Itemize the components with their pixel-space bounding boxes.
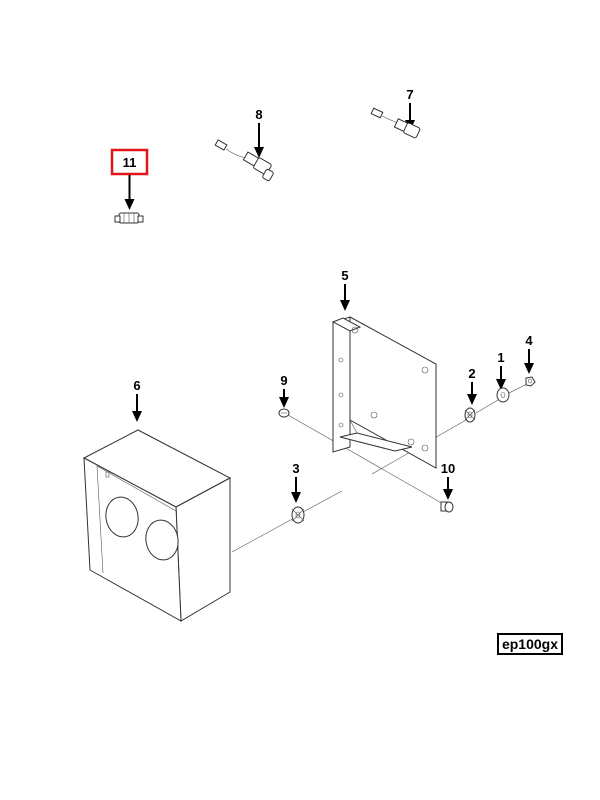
callout-11: 11 [123,155,137,170]
part-6-cover[interactable]: 6 [82,378,232,622]
arrowhead-9 [279,397,289,408]
callout-4: 4 [525,333,533,348]
nut-4-shape [525,376,536,387]
cover-6-shape [82,429,232,622]
screw-9-shape [278,408,290,418]
part-1-flat-washer[interactable]: 1 [496,350,510,403]
part-4-nut[interactable]: 4 [524,333,536,387]
part-7-sensor[interactable]: 7 [370,87,421,139]
washer-2-shape [464,407,476,423]
arrowhead-3 [291,492,301,503]
arrowhead-2 [467,394,477,405]
sensor-8-shape [214,139,274,182]
callout-1: 1 [497,350,504,365]
part-10-screw[interactable]: 10 [440,461,455,513]
part-3-lock-washer[interactable]: 3 [291,461,305,524]
arrowhead-11 [124,199,135,210]
arrowhead-4 [524,363,534,374]
part-2-lock-washer[interactable]: 2 [464,366,477,423]
callout-5: 5 [341,268,348,283]
arrowhead-5 [340,300,350,311]
callout-9: 9 [280,373,287,388]
reference-code-label: ep100gx [497,633,563,655]
arrowhead-8 [254,147,264,158]
washer-1-shape [496,387,510,403]
connector-11-shape [114,212,144,224]
arrowhead-10 [443,489,453,500]
callout-7: 7 [406,87,413,102]
part-8-sensor[interactable]: 8 [214,107,274,182]
part-5-bracket[interactable]: 5 [331,268,437,469]
arrowhead-1 [496,379,506,390]
part-11-connector[interactable]: 11 [110,148,149,224]
highlight-box [110,148,149,176]
callout-10: 10 [441,461,455,476]
bracket-5-shape [331,316,437,469]
sensor-7-shape [370,107,421,139]
callout-8: 8 [255,107,262,122]
screw-10-shape [440,501,454,513]
callout-3: 3 [292,461,299,476]
arrowhead-6 [132,411,142,422]
washer-3-shape [291,506,305,524]
callout-2: 2 [468,366,475,381]
part-9-screw[interactable]: 9 [278,373,290,418]
callout-6: 6 [133,378,140,393]
